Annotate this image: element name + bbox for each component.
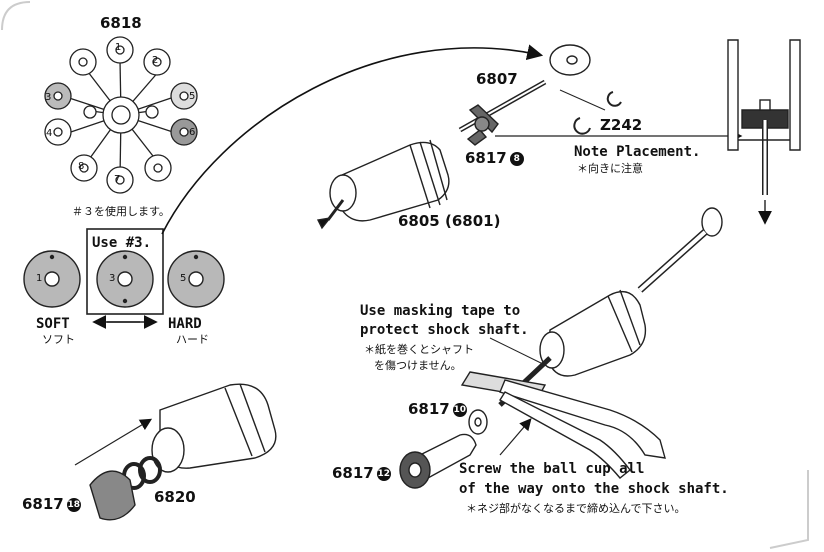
plate-number-1: 1: [36, 273, 43, 284]
cylinder-part-number: 6805 (6801): [398, 212, 501, 230]
note-placement-jp: ＊向きに注意: [577, 162, 643, 175]
instruction-jp: ＃３を使用します。: [72, 205, 170, 218]
ballcup-badge: 12: [376, 467, 391, 481]
screw-note-line2: of the way onto the shock shaft.: [459, 481, 729, 497]
hole-number-4: 4: [46, 128, 53, 139]
soft-label: SOFT: [36, 316, 70, 332]
plate-number-3: 3: [109, 273, 116, 284]
tape-note-jp-line1: ＊紙を巻くとシャフト: [364, 343, 474, 356]
hole-number-5: 5: [189, 91, 196, 102]
spacer-part-number: 6817: [408, 400, 450, 418]
ballcup-part-number: 6817: [332, 464, 374, 482]
curved-arrow: [161, 44, 544, 235]
screw-note-jp: ＊ネジ部がなくなるまで締め込んで下さい。: [466, 502, 686, 515]
oring-assembly: [74, 383, 277, 521]
plate-selection: [23, 228, 225, 329]
use-label: Use #3.: [92, 235, 152, 251]
sprue-part-number: 6818: [100, 14, 142, 32]
shaft-part-number: 6807: [476, 70, 518, 88]
note-placement: Note Placement.: [574, 144, 701, 160]
clip-part-number: Z242: [600, 116, 643, 134]
hard-label-jp: ハード: [176, 333, 209, 346]
tape-note-jp-line2: を傷つけません。: [374, 359, 462, 372]
hole-number-7: 7: [114, 174, 121, 185]
hole-number-1: 1: [115, 42, 122, 53]
hole-number-2: 2: [152, 55, 159, 66]
ballcup-assembly: [399, 207, 723, 489]
cap-part-number: 6817: [22, 495, 64, 513]
hole-number-6: 6: [189, 127, 196, 138]
screw-note-line1: Screw the ball cup all: [459, 461, 645, 477]
shock-cylinder-top: [316, 44, 743, 230]
cutaway-view: [727, 39, 801, 225]
soft-label-jp: ソフト: [42, 333, 75, 346]
hole-number-3: 3: [45, 92, 52, 103]
piston-part-number: 6817: [465, 149, 507, 167]
piston-badge: 8: [509, 152, 524, 166]
hard-label: HARD: [168, 316, 202, 332]
hole-number-8: 8: [78, 161, 85, 172]
cap-badge: 18: [66, 498, 81, 512]
plate-number-5: 5: [180, 273, 187, 284]
spacer-badge: 10: [452, 403, 467, 417]
tape-note-line2: protect shock shaft.: [360, 322, 529, 338]
piston-plate-sprue: [44, 36, 198, 194]
tape-note-line1: Use masking tape to: [360, 303, 521, 319]
oring-part-number: 6820: [154, 488, 196, 506]
